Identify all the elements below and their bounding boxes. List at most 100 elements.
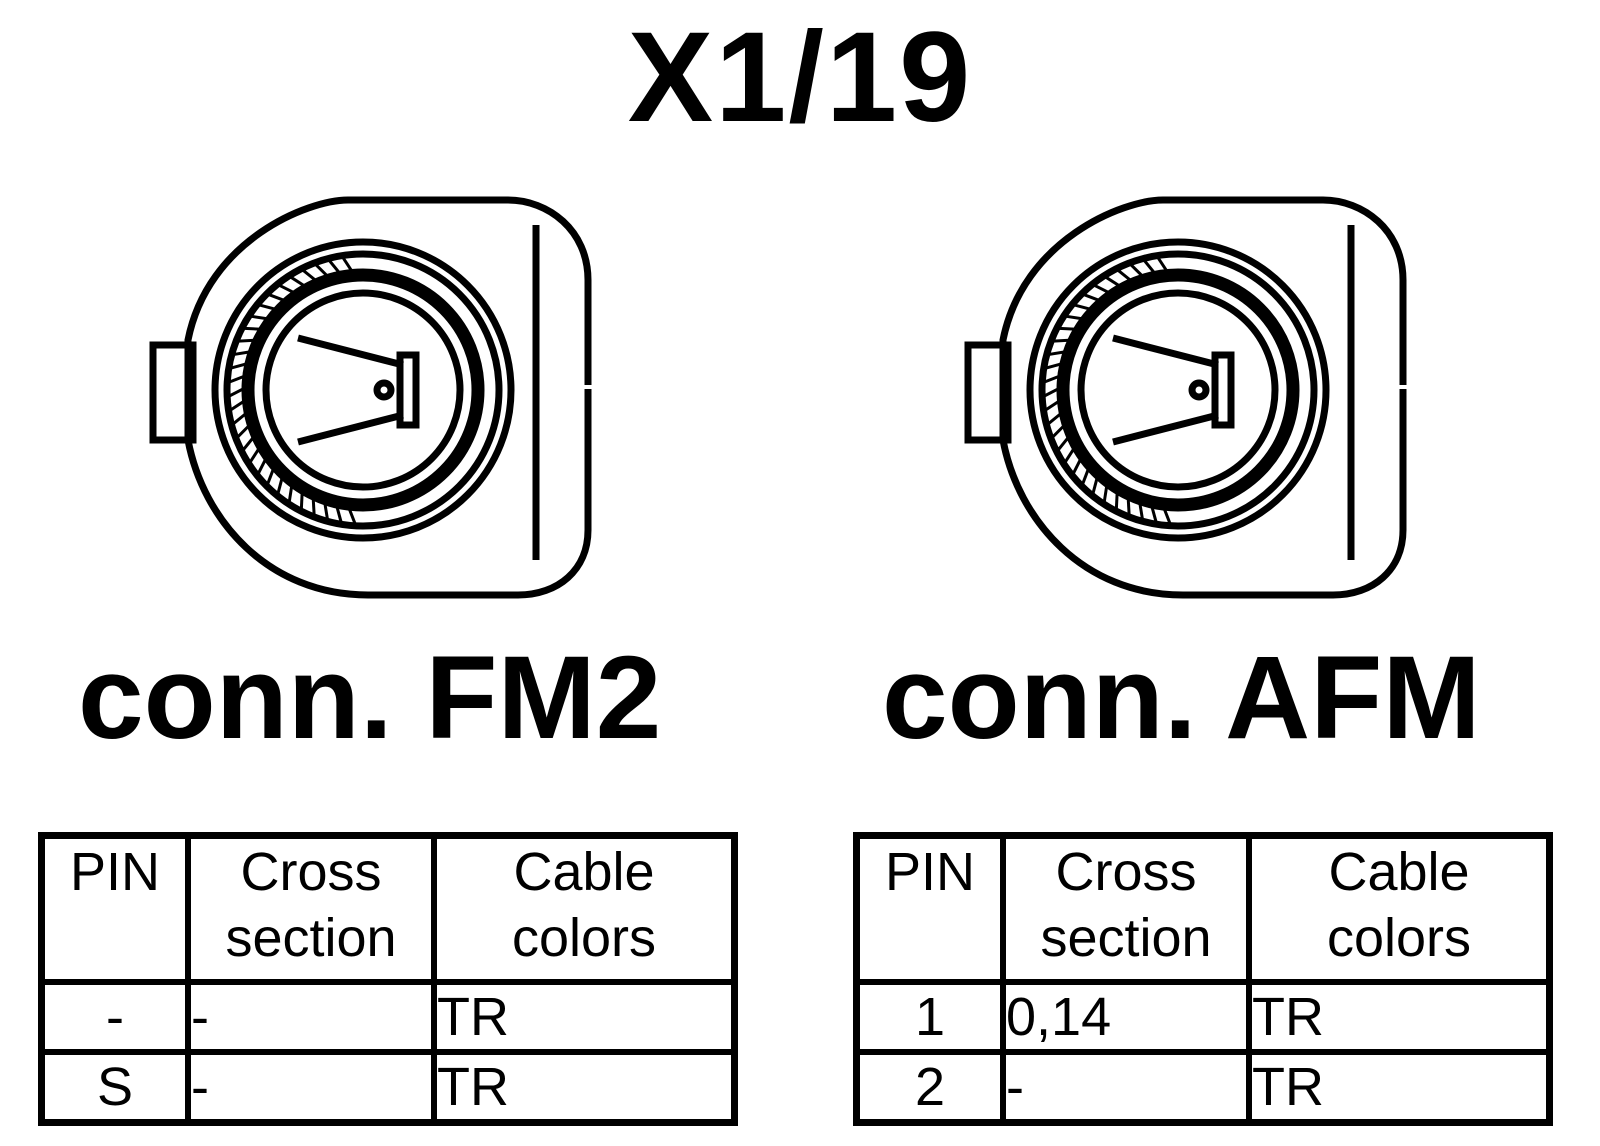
knurl-hatch-line [227, 399, 247, 413]
knurl-hatch-line [1128, 261, 1145, 279]
knurl-hatch-line [1041, 386, 1061, 399]
knurled-ring-inner [241, 268, 485, 512]
socket-circle [1077, 289, 1279, 491]
knurl-hatch-line [241, 326, 262, 331]
knurl-hatch-line [275, 475, 284, 497]
knurl-hatch-line [313, 261, 330, 279]
knurl-hatch-line [235, 338, 257, 343]
connector-fm2-drawing [149, 196, 598, 599]
knurl-hatch-line [1091, 282, 1111, 295]
knurl-hatch-line [1049, 423, 1067, 440]
table-row: 2 - TR [853, 1049, 1553, 1126]
afm-pin-table: PIN Cross section Cable colors 1 0,14 TR… [853, 832, 1553, 1126]
connector-housing-outline [184, 196, 592, 599]
knurl-hatch-line [1090, 475, 1099, 497]
pin-header: PIN [38, 832, 191, 985]
cross-section-header-line1: Cross [1055, 842, 1197, 902]
pin-wedge-top [297, 334, 404, 369]
knurl-hatch-line [1050, 338, 1072, 343]
knurl-hatch-line [1071, 302, 1093, 311]
cable-color-cell: TR [1246, 1049, 1553, 1126]
table-row: - - TR [38, 979, 738, 1055]
pin-hole [373, 379, 395, 401]
table-header-row: PIN Cross section Cable colors [38, 832, 738, 985]
connector-afm-drawing [964, 196, 1413, 599]
pin-cell: - [38, 979, 191, 1055]
cross-section-header-line1: Cross [240, 842, 382, 902]
cable-color-cell: TR [431, 979, 738, 1055]
knurl-hatch-line [1103, 274, 1122, 289]
cable-colors-header: Cable colors [1246, 832, 1553, 985]
knurl-hatch-line [247, 446, 262, 465]
pin-header: PIN [853, 832, 1006, 985]
pin-hole [1188, 379, 1210, 401]
knurl-hatch-line [276, 282, 296, 295]
knurl-hatch-line [266, 292, 287, 303]
pin-wedge-bottom [297, 411, 404, 446]
table-row: S - TR [38, 1049, 738, 1126]
knurl-hatch-line [1126, 496, 1131, 518]
knurl-hatch-line [1081, 292, 1102, 303]
knurl-hatch-line [288, 274, 307, 289]
inner-ring [247, 274, 479, 506]
socket-circle [262, 289, 464, 491]
outer-ring [211, 238, 515, 542]
knurl-hatch-line [256, 302, 278, 311]
knurl-hatch-line [1080, 466, 1091, 487]
knurl-hatch-line [1046, 350, 1067, 357]
knurl-hatch-line [1102, 484, 1109, 505]
cross-section-header-line2: section [225, 908, 397, 968]
fm2-pin-table: PIN Cross section Cable colors - - TR S … [38, 832, 738, 1126]
knurl-hatch-line [1115, 267, 1133, 283]
connector-tab [149, 341, 197, 444]
knurl-hatch-line [299, 491, 304, 512]
cable-colors-header-line2: colors [511, 908, 657, 968]
knurl-hatch-line [1055, 435, 1071, 453]
diagram-title: X1/19 [627, 6, 973, 149]
knurl-hatch-line [1063, 314, 1084, 321]
knurl-hatch-line [1041, 374, 1062, 385]
inner-ring [1062, 274, 1294, 506]
table-row: 1 0,14 TR [853, 979, 1553, 1055]
knurl-hatch-line [340, 254, 354, 274]
knurl-hatch-line [326, 257, 342, 276]
cable-colors-header-line1: Cable [513, 842, 655, 902]
pin-cell: 1 [853, 979, 1006, 1055]
connector-housing-outline [999, 196, 1407, 599]
cross-section-cell: - [185, 979, 437, 1055]
knurl-hatch-line [1162, 506, 1173, 527]
knurl-hatch-line [1045, 411, 1064, 427]
cable-color-cell: TR [1246, 979, 1553, 1055]
knurl-hatch-line [335, 504, 344, 525]
knurl-hatch-line [1062, 446, 1077, 465]
knurl-hatch-line [347, 506, 358, 527]
knurled-ring-inner [1056, 268, 1300, 512]
pin-cell: S [38, 1049, 191, 1126]
knurl-hatch-line [1070, 457, 1083, 477]
pin-contact [396, 351, 420, 429]
connector-tab [964, 341, 1012, 444]
cross-section-header: Cross section [185, 832, 437, 985]
knurl-hatch-line [248, 314, 269, 321]
knurl-hatch-line [300, 267, 318, 283]
knurl-hatch-line [1141, 257, 1157, 276]
cross-section-cell: - [1000, 1049, 1252, 1126]
knurl-hatch-line [234, 423, 252, 440]
table-header-row: PIN Cross section Cable colors [853, 832, 1553, 985]
cable-color-cell: TR [431, 1049, 738, 1126]
knurl-hatch-line [1043, 362, 1064, 371]
knurl-hatch-line [1155, 254, 1169, 274]
cross-section-header: Cross section [1000, 832, 1252, 985]
knurl-hatch-line [1042, 399, 1062, 413]
knurl-hatch-line [226, 386, 246, 399]
pin-cell: 2 [853, 1049, 1006, 1126]
cable-colors-header: Cable colors [431, 832, 738, 985]
knurl-hatch-line [230, 411, 249, 427]
cross-section-header-line2: section [1040, 908, 1212, 968]
knurl-hatch-line [1138, 501, 1145, 522]
cross-section-cell: - [185, 1049, 437, 1126]
pin-wedge-top [1112, 334, 1219, 369]
connector-fm2-label: conn. FM2 [78, 632, 662, 764]
knurl-hatch-line [287, 484, 294, 505]
pin-wedge-bottom [1112, 411, 1219, 446]
